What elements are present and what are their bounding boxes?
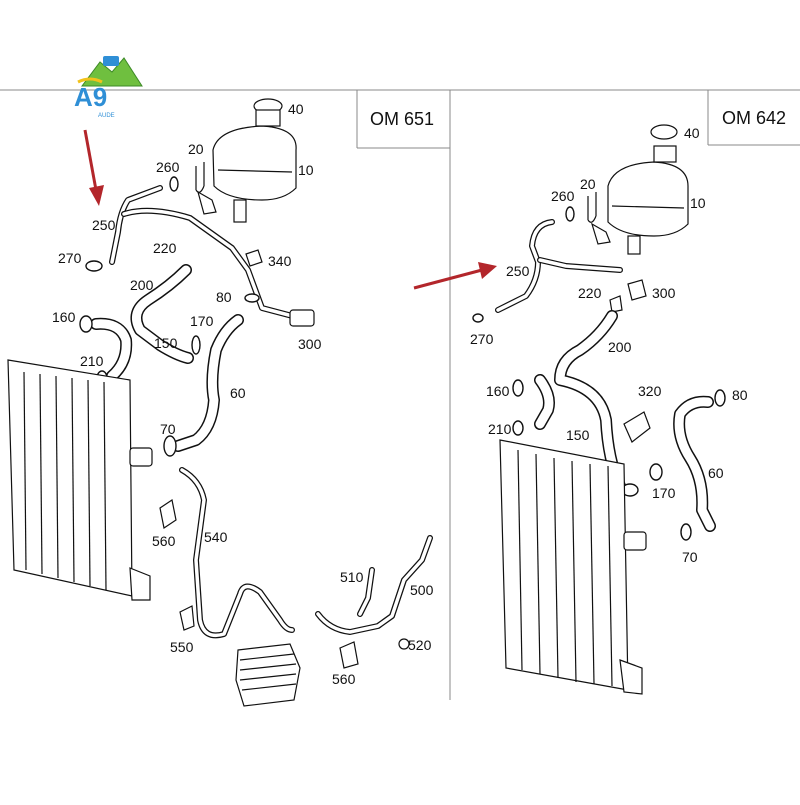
left-connector-300: [289, 309, 315, 327]
left-label-510: 510: [340, 569, 364, 585]
logo-mark: A9: [74, 82, 107, 112]
right-label-300: 300: [652, 285, 676, 301]
left-label-210: 210: [80, 353, 104, 369]
left-tank-neck: [255, 109, 281, 127]
left-tank-outlet: [233, 199, 247, 223]
left-label-540: 540: [204, 529, 228, 545]
right-label-20: 20: [580, 176, 596, 192]
left-labels: 40 20 260 10 250 220 270 340 80 200 160 …: [52, 101, 434, 687]
right-label-170: 170: [652, 485, 676, 501]
right-engine-title: OM 642: [722, 108, 786, 128]
right-ring-270: [472, 313, 484, 323]
left-label-150: 150: [154, 335, 178, 351]
left-label-80: 80: [216, 289, 232, 305]
pointer-arrows: [83, 129, 497, 290]
right-tank-neck: [653, 145, 677, 163]
right-label-60: 60: [708, 465, 724, 481]
right-label-70: 70: [682, 549, 698, 565]
left-screw-520: [398, 638, 410, 650]
right-label-210: 210: [488, 421, 512, 437]
right-label-160: 160: [486, 383, 510, 399]
left-label-60: 60: [230, 385, 246, 401]
right-radiator: [499, 439, 647, 695]
right-label-320: 320: [638, 383, 662, 399]
left-arrow-shaft: [83, 129, 98, 191]
left-label-340: 340: [268, 253, 292, 269]
right-clip-320: [623, 411, 651, 443]
left-ring-270: [85, 260, 103, 272]
left-label-550: 550: [170, 639, 194, 655]
left-label-520: 520: [408, 637, 432, 653]
left-clip-560a: [159, 499, 177, 529]
right-arrow-shaft: [413, 268, 483, 290]
right-label-150: 150: [566, 427, 590, 443]
right-ring-260: [565, 206, 575, 222]
logo-sky-icon: [103, 56, 119, 66]
left-label-200: 200: [130, 277, 154, 293]
left-clip-550: [179, 605, 195, 631]
brand-logo: A9 AUDE: [74, 56, 143, 119]
right-label-10: 10: [690, 195, 706, 211]
right-clip-300: [627, 279, 647, 301]
right-label-40: 40: [684, 125, 700, 141]
left-bracket: [197, 190, 217, 215]
left-label-500: 500: [410, 582, 434, 598]
right-tank-cap: [650, 124, 678, 140]
left-label-160: 160: [52, 309, 76, 325]
logo-subtext: AUDE: [98, 113, 115, 119]
logo-sun-arc-icon: [77, 77, 103, 84]
left-expansion-tank: [212, 125, 297, 201]
left-label-70: 70: [160, 421, 176, 437]
right-label-270: 270: [470, 331, 494, 347]
left-label-220: 220: [153, 240, 177, 256]
left-label-560-lower: 560: [332, 671, 356, 687]
left-label-20: 20: [188, 141, 204, 157]
left-label-270: 270: [58, 250, 82, 266]
left-label-10: 10: [298, 162, 314, 178]
left-screw-340: [245, 249, 263, 267]
right-label-220: 220: [578, 285, 602, 301]
left-radiator: [7, 359, 153, 601]
left-engine-title: OM 651: [370, 109, 434, 129]
left-clip-560b: [339, 641, 359, 669]
left-label-300: 300: [298, 336, 322, 352]
left-clip-20: [195, 162, 205, 193]
left-arrow-head-icon: [89, 185, 104, 206]
right-assembly: [472, 124, 726, 695]
right-expansion-tank: [607, 161, 689, 237]
left-label-40: 40: [288, 101, 304, 117]
left-label-560-upper: 560: [152, 533, 176, 549]
frame: [0, 89, 800, 700]
right-label-260: 260: [551, 188, 575, 204]
left-ring-260: [169, 176, 179, 192]
left-label-250: 250: [92, 217, 116, 233]
left-assembly: [7, 98, 433, 707]
right-label-200: 200: [608, 339, 632, 355]
right-clip-20: [587, 192, 597, 223]
right-arrow-head-icon: [478, 262, 497, 279]
left-oil-cooler: [235, 643, 301, 707]
right-label-80: 80: [732, 387, 748, 403]
left-label-260: 260: [156, 159, 180, 175]
right-label-250: 250: [506, 263, 530, 279]
right-labels: 40 20 260 10 250 220 300 270 200 160 320…: [470, 125, 748, 565]
left-label-170: 170: [190, 313, 214, 329]
